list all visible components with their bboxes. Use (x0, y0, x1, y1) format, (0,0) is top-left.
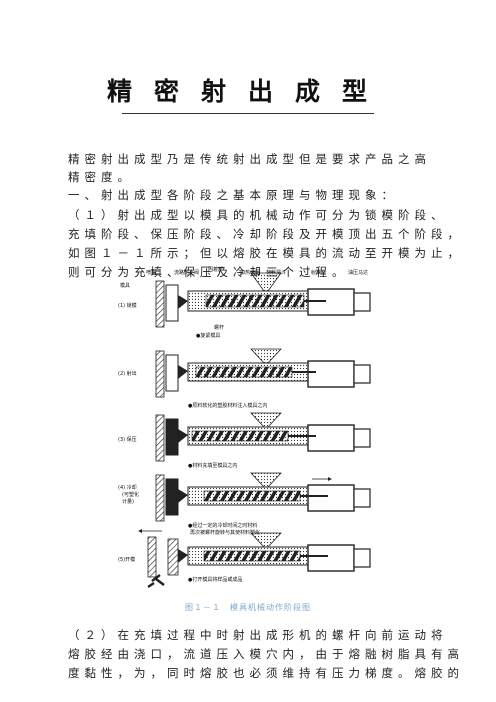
section1-line-1: （１）射出成型以模具的机械动作可分为锁模阶段、 (68, 208, 448, 222)
intro-line-1: 精密射出成型乃是传统射出成型但是要求产品之高 (68, 152, 431, 166)
label-check-valve: 流路防止阀 (174, 269, 199, 276)
stage-2-label: (2) 射出 (118, 370, 137, 377)
page-title: 精密射出成型 (106, 77, 389, 106)
label-screw: 螺杆 (214, 324, 224, 331)
figure-caption: 图１－１ 模具机械动作阶段图 (185, 603, 311, 612)
stage-1-note: ●旋紧模具 (196, 332, 220, 339)
section-heading: 一、射出成型各阶段之基本原理与物理现象： (68, 188, 398, 202)
stage-2-diagram (155, 348, 371, 398)
stage-1-label: (1) 锁模 (118, 302, 137, 309)
intro-line-2: 精密度。 (68, 170, 134, 184)
section2-line-3: 度黏性，为，同时熔胶也必须维持有压力梯度。熔胶的 (68, 666, 464, 680)
stage-4-label-3: 计量) (122, 498, 134, 505)
label-heater: 加热线圈 (240, 269, 260, 276)
stage-3-note: ●材料充填至模具之内 (188, 462, 237, 469)
stage-4-note-1: ●经过一定的冷却时间之时材料 (188, 522, 257, 529)
label-hydraulic-motor: 油压马达 (348, 269, 368, 276)
section1-line-2: 充填阶段、保压阶段、冷却阶段及开模顶出五个阶段， (68, 227, 464, 241)
stage-4-note-2: 再次被螺杆旋转与其使材料塑化 (190, 529, 260, 536)
label-mold: 模具 (120, 282, 130, 289)
label-injection-cylinder: 射出缸 (311, 269, 326, 276)
stage-3-label: (3) 保压 (118, 436, 137, 443)
label-hopper: 材料漏斗 (266, 269, 286, 276)
stage-3-diagram (155, 412, 371, 462)
title-underline (122, 113, 374, 114)
stage-5-note: ●打开模具将样品或成品 (188, 576, 242, 583)
stage-4-label-2: (可塑化 (122, 491, 139, 498)
stage-1-diagram (155, 272, 371, 328)
stage-2-note: ●原料软化的塑胶材料注入模具之内 (188, 402, 267, 409)
label-nozzle: 喷嘴 (146, 269, 156, 276)
stage-4-label-1: (4) 冷却 (118, 484, 137, 491)
stage-4-diagram (155, 472, 371, 522)
section1-line-3: 如图１－１所示；但以熔胶在模具的流动至开模为止， (68, 246, 464, 260)
section2-line-2: 熔胶经由浇口，流道压入模穴内，由于熔融树脂具有高 (68, 647, 464, 661)
label-fixed-part: 固着部 (208, 266, 223, 273)
injection-stages-figure: 喷嘴 流路防止阀 固着部 加热线圈 材料漏斗 射出缸 油压马达 模具 螺杆 (1… (118, 266, 371, 588)
section2-line-1: （２）在充填过程中时射出成形机的螺杆向前运动将 (68, 628, 448, 642)
stage-5-diagram (138, 529, 371, 588)
stage-5-label: (5)开模 (118, 556, 135, 563)
